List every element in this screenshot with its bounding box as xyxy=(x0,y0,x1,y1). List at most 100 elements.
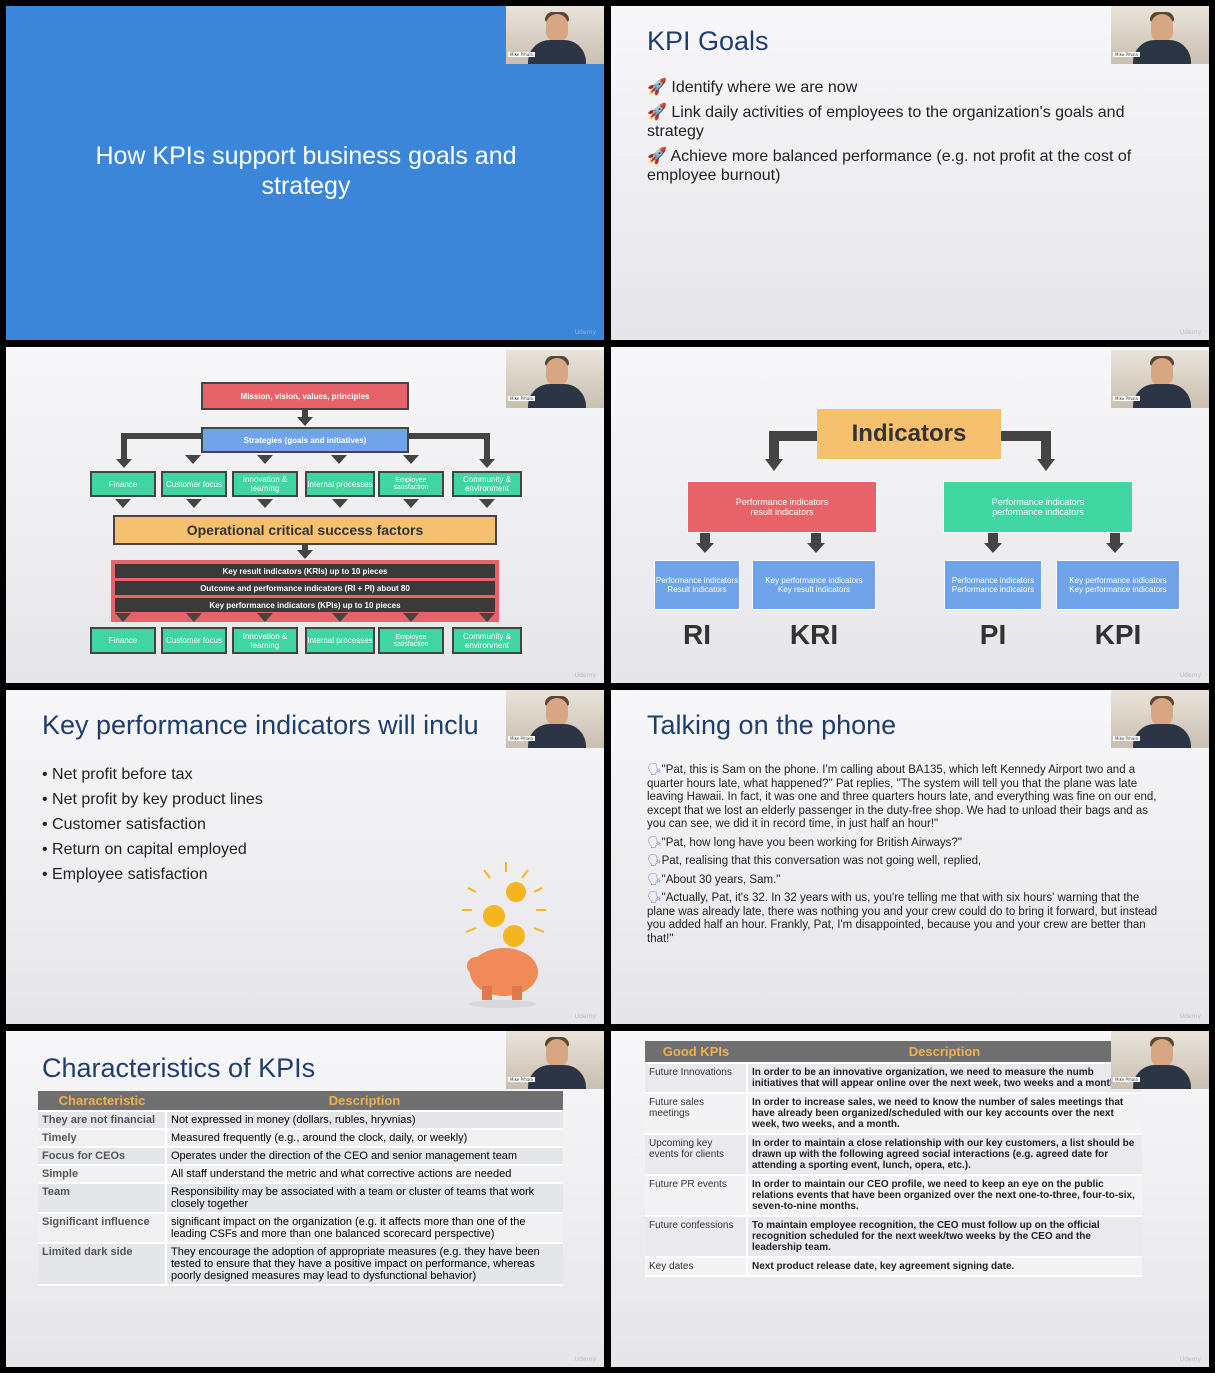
speech-icon: 🗣 xyxy=(647,764,662,776)
perspective-innovation-bottom: Innovation & learning xyxy=(232,627,298,654)
perspective-customer: Customer focus xyxy=(161,471,227,497)
table-cell: Simple xyxy=(38,1165,167,1184)
presenter-name: Mike Prhala xyxy=(508,396,535,401)
presenter-webcam: Mike Prhala xyxy=(506,350,604,408)
slide-5[interactable]: Key performance indicators will inclu • … xyxy=(6,690,604,1024)
table-cell: Key dates xyxy=(645,1257,748,1277)
presenter-webcam: Mike Prhala xyxy=(1111,350,1209,408)
goal-item: 🚀 Achieve more balanced performance (e.g… xyxy=(647,148,1132,184)
table-cell: Team xyxy=(38,1183,167,1214)
ri-pi-bar: Outcome and performance indicators (RI +… xyxy=(115,581,495,595)
kpi-item: • Customer satisfaction xyxy=(42,816,206,833)
table-cell: Significant influence xyxy=(38,1213,167,1244)
speech-icon: 🗣 xyxy=(647,836,662,849)
indicators-root: Indicators xyxy=(817,409,1001,459)
watermark: Udemy xyxy=(574,1356,596,1363)
slide-7-title: Characteristics of KPIs xyxy=(42,1053,316,1083)
table-cell: Future Innovations xyxy=(645,1063,748,1094)
table-cell: Not expressed in money (dollars, rubles,… xyxy=(166,1111,563,1130)
goal-item: 🚀 Identify where we are now xyxy=(647,79,858,96)
performance-indicators-group: Performance indicators performance indic… xyxy=(943,481,1133,533)
perspective-customer-bottom: Customer focus xyxy=(161,627,227,654)
table-cell: Measured frequently (e.g., around the cl… xyxy=(166,1129,563,1148)
table-cell: Next product release date, key agreement… xyxy=(747,1257,1142,1277)
strategies-box: Strategies (goals and initiatives) xyxy=(201,427,409,453)
column-header: Description xyxy=(747,1041,1142,1064)
slide-1[interactable]: How KPIs support business goals and stra… xyxy=(6,6,604,340)
table-cell: Future sales meetings xyxy=(645,1093,748,1135)
presenter-name: Mike Prhala xyxy=(1113,1077,1140,1082)
perspective-internal: Internal processes xyxy=(305,471,375,497)
presenter-webcam: Mike Prhala xyxy=(1111,690,1209,748)
csf-box: Operational critical success factors xyxy=(113,515,497,545)
abbr-kpi: KPI xyxy=(1094,619,1142,650)
presenter-name: Mike Prhala xyxy=(508,52,535,57)
slide-6[interactable]: Talking on the phone 🗣"Pat, this is Sam … xyxy=(611,690,1209,1024)
leaf-kpi-box: Key performance indicators Key performan… xyxy=(1056,560,1180,610)
watermark: Udemy xyxy=(1179,1356,1201,1363)
leaf-ri-box: Performance indicators Result indicators xyxy=(654,560,740,610)
kpi-item: • Employee satisfaction xyxy=(42,866,208,883)
column-header: Good KPIs xyxy=(645,1041,747,1064)
perspective-community-bottom: Community & environment xyxy=(452,627,522,654)
rocket-icon: 🚀 xyxy=(647,148,667,165)
table-cell: In order to maintain a close relationshi… xyxy=(747,1134,1142,1176)
table-cell: They encourage the adoption of appropria… xyxy=(166,1243,563,1286)
table-cell: Limited dark side xyxy=(38,1243,167,1286)
presenter-name: Mike Prhala xyxy=(508,1077,535,1082)
perspective-employee-bottom: Employee satisfaction xyxy=(378,627,444,654)
speech-icon: 🗣 xyxy=(647,892,662,904)
speech-icon: 🗣 xyxy=(647,873,662,886)
slide-3[interactable]: Mission, vision, values, principles Stra… xyxy=(6,347,604,683)
leaf-pi-box: Performance indicators Performance indic… xyxy=(944,560,1042,610)
table-cell: In order to maintain our CEO profile, we… xyxy=(747,1175,1142,1217)
kpi-list: • Net profit before tax • Net profit by … xyxy=(42,762,263,887)
kpi-goals-list: 🚀 Identify where we are now 🚀 Link daily… xyxy=(647,78,1167,185)
table-cell: Future confessions xyxy=(645,1216,748,1258)
table-cell: Upcoming key events for clients xyxy=(645,1134,748,1176)
slide-4[interactable]: Indicators Performance indicators result… xyxy=(611,347,1209,683)
table-cell: Future PR events xyxy=(645,1175,748,1217)
table-cell: In order to be an innovative organizatio… xyxy=(747,1063,1142,1094)
table-cell: significant impact on the organization (… xyxy=(166,1213,563,1244)
presenter-webcam: Mike Prhala xyxy=(506,690,604,748)
presenter-name: Mike Prhala xyxy=(1113,52,1140,57)
phone-dialogue: 🗣"Pat, this is Sam on the phone. I'm cal… xyxy=(647,764,1167,946)
table-cell: They are not financial xyxy=(38,1111,167,1130)
dialogue-item: 🗣"Pat, this is Sam on the phone. I'm cal… xyxy=(647,764,1157,830)
kpi-item: • Return on capital employed xyxy=(42,841,247,858)
slide-2[interactable]: KPI Goals 🚀 Identify where we are now 🚀 … xyxy=(611,6,1209,340)
watermark: Udemy xyxy=(574,329,596,336)
watermark: Udemy xyxy=(1179,1013,1201,1020)
piggy-bank-icon xyxy=(462,862,546,1008)
mission-box: Mission, vision, values, principles xyxy=(201,382,409,410)
perspective-innovation: Innovation & learning xyxy=(232,471,298,497)
table-cell: Timely xyxy=(38,1129,167,1148)
perspective-internal-bottom: Internal processes xyxy=(305,627,375,654)
abbr-kri: KRI xyxy=(789,619,839,650)
presenter-name: Mike Prhala xyxy=(1113,736,1140,741)
presenter-webcam: Mike Prhala xyxy=(1111,6,1209,64)
watermark: Udemy xyxy=(574,1013,596,1020)
indicator-bars: Key result indicators (KRIs) up to 10 pi… xyxy=(111,560,499,622)
watermark: Udemy xyxy=(574,672,596,679)
watermark: Udemy xyxy=(1179,329,1201,336)
abbr-pi: PI xyxy=(979,619,1007,650)
dialogue-item: 🗣Pat, realising that this conversation w… xyxy=(647,855,982,867)
goal-item: 🚀 Link daily activities of employees to … xyxy=(647,104,1125,140)
kri-bar: Key result indicators (KRIs) up to 10 pi… xyxy=(115,564,495,578)
